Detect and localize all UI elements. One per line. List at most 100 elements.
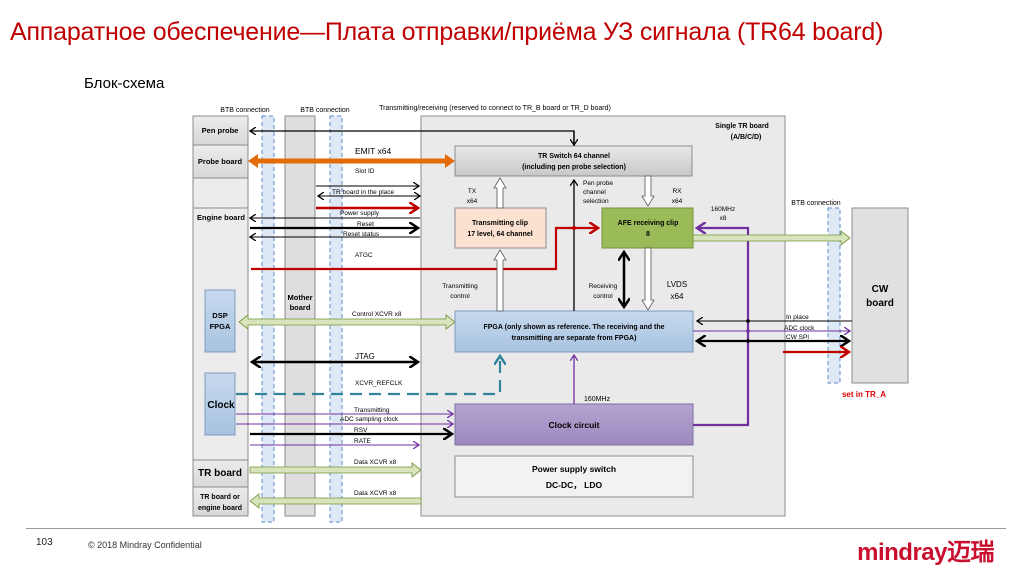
tx-control-label-2: control xyxy=(450,293,470,300)
emit-label: EMIT x64 xyxy=(355,146,391,156)
reset-status-label: Reset status xyxy=(343,231,380,238)
power-supply-label: Power supply xyxy=(340,210,380,217)
footer-divider xyxy=(26,528,1006,529)
data-xcvr-label-1: Data XCVR x8 xyxy=(354,459,397,466)
jtag-label: JTAG xyxy=(355,352,375,361)
data-xcvr-out-arrow xyxy=(249,493,422,509)
tr-in-place-label: TR board in the place xyxy=(332,189,395,196)
tx-clip-label-1: Transmitting clip xyxy=(472,220,528,227)
afe-to-cw-arrow xyxy=(692,230,851,246)
mhz-x8-clock-line xyxy=(693,228,750,427)
tx-clip-label-2: 17 level, 64 channel xyxy=(467,231,532,238)
power-label-2: DC-DC， LDO xyxy=(546,480,603,490)
fpga-block xyxy=(454,310,694,353)
cw-spi-label: CW SPI xyxy=(786,334,809,341)
transmitting-control-hollow-arrow xyxy=(493,249,507,312)
data-xcvr-label-2: Data XCVR x8 xyxy=(354,490,397,497)
power-label-1: Power supply switch xyxy=(532,464,616,474)
control-xcvr-label: Control XCVR x8 xyxy=(352,311,402,318)
emit-arrow-right-head xyxy=(445,154,455,168)
mother-board xyxy=(284,115,316,517)
junction-dot xyxy=(746,319,750,323)
probe-board xyxy=(192,144,249,179)
tr-reserved-label: Transmitting/receiving (reserved to conn… xyxy=(379,105,611,112)
set-in-tr-a-note: set in TR_A xyxy=(842,390,886,399)
lvds-label-1: LVDS xyxy=(667,280,687,289)
afe-receiving-clip-block xyxy=(601,207,694,249)
rx-control-label-2: control xyxy=(593,293,613,300)
pen-sel-label-3: selection xyxy=(583,198,609,205)
emit-arrow-left-head xyxy=(248,154,258,168)
tr-switch-block xyxy=(454,145,693,177)
tr-switch-label-1: TR Switch 64 channel xyxy=(538,153,610,160)
mother-board-label-2: board xyxy=(290,303,311,312)
adc-clock-label: ADC clock xyxy=(784,325,815,332)
tr-switch-label-2: (including pen probe selection) xyxy=(522,164,626,171)
rx-control-label-1: Receiving xyxy=(589,283,618,290)
transmitting-label: Transmitting xyxy=(354,407,390,414)
fpga-block-label-1: FPGA (only shown as reference. The recei… xyxy=(483,324,664,331)
junction-dot xyxy=(572,226,576,230)
mhz-x8-label-1: 160MHz xyxy=(711,206,735,213)
fpga-block-label-2: transmitting are separate from FPGA) xyxy=(512,335,637,342)
lvds-label-2: x64 xyxy=(671,292,684,301)
btb-label-2: BTB connection xyxy=(300,107,350,114)
atgc-arrow xyxy=(251,228,598,271)
clock-block xyxy=(204,372,236,436)
data-xcvr-in-arrow xyxy=(249,462,422,478)
afe-label-2: 8 xyxy=(646,231,650,238)
rx-label-1: RX xyxy=(672,188,682,195)
mother-board-label-1: Mother xyxy=(288,293,313,302)
junction-dot xyxy=(746,329,750,333)
afe-label-1: AFE receiving clip xyxy=(618,220,679,227)
single-tr-label-2: (A/B/C/D) xyxy=(731,134,762,141)
tr-or-engine-label-2: engine board xyxy=(198,505,242,512)
tx-x64-hollow-arrow xyxy=(493,177,507,209)
cw-board xyxy=(851,207,909,384)
power-supply-switch-block xyxy=(454,455,694,498)
lvds-x64-hollow-arrow xyxy=(641,247,655,311)
dsp-fpga-block xyxy=(204,289,236,353)
pen-sel-label-1: Pen probe xyxy=(583,180,613,187)
tx-label-1: TX xyxy=(468,188,477,195)
atgc-label: ATGC xyxy=(355,252,373,259)
pen-sel-label-2: channel xyxy=(583,189,606,196)
slide-title: Аппаратное обеспечение—Плата отправки/пр… xyxy=(10,18,884,46)
adc-sampling-label: ADC sampling clock xyxy=(340,416,399,423)
engine-board-label: Engine board xyxy=(197,213,245,222)
slot-id-label: Slot ID xyxy=(355,168,375,175)
tr-or-engine-label-1: TR board or xyxy=(200,494,240,501)
clock-label: Clock xyxy=(207,400,235,411)
tr-board-label: TR board xyxy=(198,468,242,479)
pen-probe-label: Pen probe xyxy=(202,126,239,135)
clock-circuit-label: Clock circuit xyxy=(548,420,599,430)
page-number: 103 xyxy=(36,537,53,548)
btb-label-1: BTB connection xyxy=(220,107,270,114)
tx-control-label-1: Transmitting xyxy=(442,283,478,290)
single-tr-label-1: Single TR board xyxy=(715,123,769,130)
rate-label: RATE xyxy=(354,438,372,445)
xcvr-refclk-label: XCVR_REFCLK xyxy=(355,380,403,387)
reset-label: Reset xyxy=(357,221,374,228)
transmitting-clip-block xyxy=(454,207,547,249)
in-place-label: In place xyxy=(786,314,809,321)
rsv-label: RSV xyxy=(354,427,368,434)
mindray-logo: mindray迈瑞 xyxy=(857,539,994,566)
slide-subtitle: Блок-схема xyxy=(84,75,165,92)
control-xcvr-arrow xyxy=(238,314,456,330)
tx-label-2: x64 xyxy=(467,198,478,205)
btb-label-3: BTB connection xyxy=(791,200,841,207)
cw-label-1: CW xyxy=(872,284,889,295)
tr-or-engine-board xyxy=(192,486,249,517)
fpga-label: FPGA xyxy=(210,322,231,331)
btb-connector-3 xyxy=(827,207,841,384)
rx-label-2: x64 xyxy=(672,198,683,205)
rx-x64-hollow-arrow xyxy=(641,175,655,207)
copyright-text: © 2018 Mindray Confidential xyxy=(88,540,202,550)
mhz-160-label: 160MHz xyxy=(584,396,611,403)
probe-board-label: Probe board xyxy=(198,157,243,166)
dsp-label: DSP xyxy=(212,311,227,320)
xcvr-refclk-line xyxy=(236,356,500,396)
mhz-x8-label-2: x8 xyxy=(720,215,727,222)
